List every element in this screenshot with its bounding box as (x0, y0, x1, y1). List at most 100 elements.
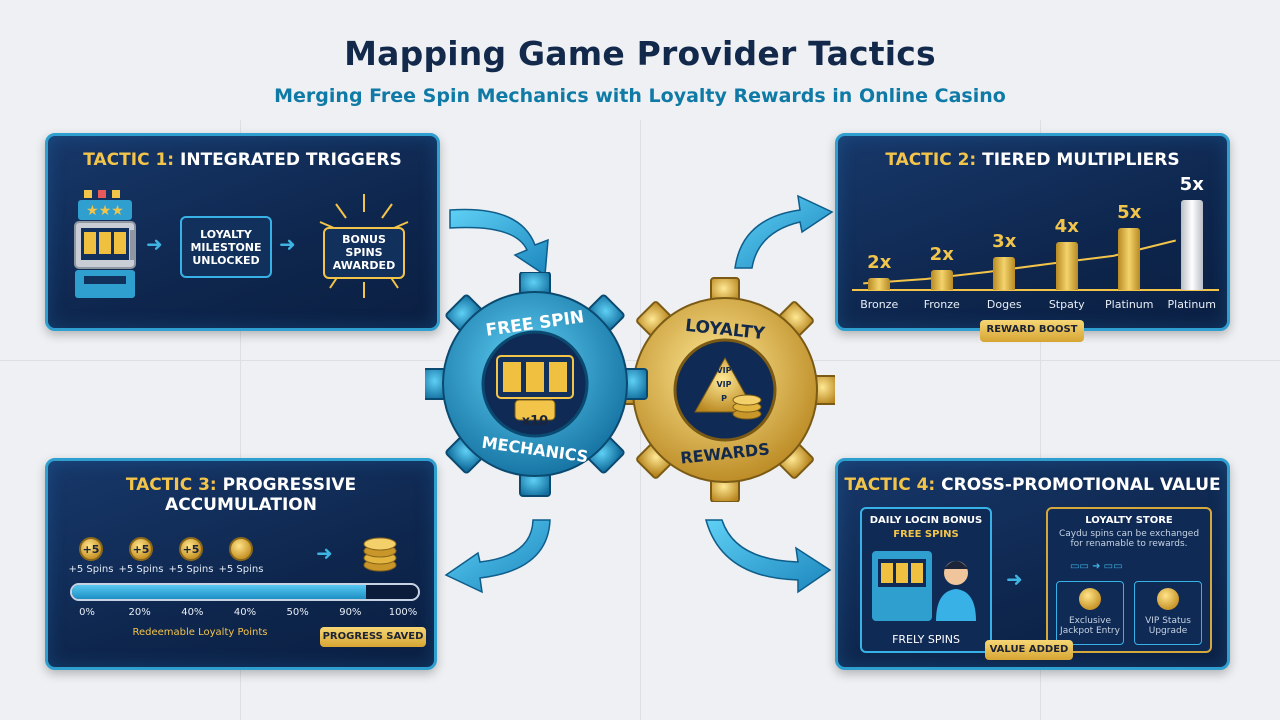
tier-label: Platinum (1105, 298, 1154, 311)
player-at-slot-icon (872, 551, 976, 621)
tier-bar (868, 278, 891, 290)
percent-label: 40% (233, 607, 257, 618)
tier-bar (993, 257, 1016, 290)
tactic2-title: TACTIC 2: TIERED MULTIPLIERS (838, 150, 1227, 170)
loyalty-store-card: LOYALTY STORE Caydu spins can be exchang… (1046, 507, 1212, 653)
coin-label: +5 Spins (68, 564, 114, 575)
multiplier-label: 2x (929, 244, 954, 265)
coin-stack-icon (363, 537, 397, 572)
tier-label: Fronze (923, 298, 960, 311)
coin-icon: +5 (79, 537, 103, 561)
spin-coin-group: +5 +5 Spins (166, 537, 216, 575)
tactic2-name: TIERED MULTIPLIERS (982, 150, 1180, 170)
spin-coin-group: +5 +5 Spins (116, 537, 166, 575)
tactic4-prefix: TACTIC 4: (844, 475, 936, 495)
tier-bar (1118, 228, 1141, 290)
percent-label: 90% (339, 607, 362, 618)
reward-boost-badge: REWARD BOOST (980, 320, 1084, 342)
tier-bar (1180, 200, 1203, 290)
curved-arrow-bottom-right (705, 519, 832, 594)
bonus-spins-text: BONUS SPINS AWARDED (332, 232, 396, 272)
multiplier-label: 4x (1054, 216, 1079, 237)
tactic3-prefix: TACTIC 3: (125, 475, 217, 495)
flow-arrow-icon: ➜ (146, 232, 163, 256)
page-subtitle: Merging Free Spin Mechanics with Loyalty… (274, 85, 1006, 107)
tactic1-prefix: TACTIC 1: (83, 150, 175, 170)
sparkle-burst-icon (319, 194, 409, 298)
flow-arrow-icon: ➜ (279, 232, 296, 256)
coin-icon (229, 537, 253, 561)
progress-bar (70, 583, 420, 601)
multiplier-label: 3x (992, 231, 1017, 252)
progress-fill (72, 585, 367, 599)
tier-bar (930, 270, 953, 290)
tactic4-name: CROSS-PROMOTIONAL VALUE (941, 475, 1221, 495)
percent-label: 40% (181, 607, 204, 618)
coin-label: +5 Spins (218, 564, 264, 575)
store-exchange-icon: ▭▭ ➜ ▭▭ (1070, 561, 1123, 572)
tactic3-title: TACTIC 3: PROGRESSIVE ACCUMULATION (48, 475, 434, 515)
curved-arrow-top-right (734, 194, 834, 269)
page-title: Mapping Game Provider Tactics (344, 34, 936, 73)
slot-machine-icon: ★★★ (74, 190, 136, 298)
tier-label: Doges (986, 298, 1022, 311)
store-item-jackpot: Exclusive Jackpot Entry (1056, 581, 1124, 645)
spin-coin-group: +5 Spins (216, 537, 266, 575)
store-item-jackpot-label: Exclusive Jackpot Entry (1060, 616, 1120, 636)
flow-arrow-icon: ➜ (1006, 567, 1023, 591)
tactic1-panel: TACTIC 1: INTEGRATED TRIGGERS ★★★ ➜ LOYA… (45, 133, 440, 331)
multiplier-label: 5x (1117, 202, 1142, 223)
percent-label: 0% (79, 607, 95, 618)
spin-coin-group: +5 +5 Spins (66, 537, 116, 575)
pyramid-label: VIP (716, 380, 732, 389)
store-title: LOYALTY STORE (1085, 515, 1173, 526)
pyramid-label: VIP (716, 366, 732, 375)
progress-saved-badge: PROGRESS SAVED (320, 627, 426, 647)
curved-arrow-top-left (449, 208, 549, 277)
curved-arrow-bottom-left (444, 519, 551, 594)
daily-bonus-card: DAILY LOCIN BONUS FREE SPINS FRELY SPINS (860, 507, 992, 653)
store-item-vip-label: VIP Status Upgrade (1145, 616, 1191, 636)
pyramid-label: P (721, 394, 727, 403)
flow-arrow-icon: ➜ (316, 541, 333, 565)
coin-label: +5 Spins (168, 564, 214, 575)
multiplier-label: x10 (521, 414, 549, 429)
tier-label: Platinum (1167, 298, 1216, 311)
coin-icon (1157, 588, 1179, 610)
progress-caption: Redeemable Loyalty Points (132, 627, 268, 638)
tactic4-panel: TACTIC 4: CROSS-PROMOTIONAL VALUE DAILY … (835, 458, 1230, 670)
coin-icon: +5 (179, 537, 203, 561)
daily-bonus-title: DAILY LOCIN BONUS (869, 515, 983, 526)
daily-bonus-foot: FRELY SPINS (892, 633, 960, 646)
tier-label: Bronze (860, 298, 899, 311)
coin-label: +5 Spins (118, 564, 164, 575)
free-spin-mechanics-gear (425, 272, 648, 497)
tactic3-panel: TACTIC 3: PROGRESSIVE ACCUMULATION +5 +5 … (45, 458, 437, 670)
pyramid-labels: VIP VIP P (704, 364, 744, 406)
tactic3-name: PROGRESSIVE ACCUMULATION (165, 475, 357, 515)
percent-label: 50% (286, 607, 309, 618)
svg-text:★★★: ★★★ (86, 203, 124, 219)
background-line (1040, 120, 1041, 720)
gears-illustration (425, 272, 835, 502)
milestone-text: LOYALTY MILESTONE UNLOCKED (190, 227, 262, 267)
tactic2-prefix: TACTIC 2: (885, 150, 977, 170)
store-text: Caydu spins can be exchanged for renamab… (1058, 529, 1200, 549)
store-item-vip: VIP Status Upgrade (1134, 581, 1202, 645)
value-added-badge: VALUE ADDED (985, 640, 1073, 660)
multiplier-label: 2x (867, 252, 892, 273)
tactic1-name: INTEGRATED TRIGGERS (180, 150, 402, 170)
loyalty-milestone-bubble: LOYALTY MILESTONE UNLOCKED (180, 216, 272, 278)
coin-row: +5 +5 Spins +5 +5 Spins +5 +5 Spins +5 Spins (66, 537, 296, 577)
coin-icon: +5 (129, 537, 153, 561)
tier-label: Stpaty (1048, 298, 1085, 311)
daily-bonus-sub: FREE SPINS (893, 529, 959, 540)
coin-icon (1079, 588, 1101, 610)
tactic1-title: TACTIC 1: INTEGRATED TRIGGERS (48, 150, 437, 170)
multiplier-label: 5x (1179, 174, 1204, 195)
tactic4-title: TACTIC 4: CROSS-PROMOTIONAL VALUE (838, 475, 1227, 495)
background-line (240, 120, 241, 720)
percent-label: 20% (128, 607, 151, 618)
